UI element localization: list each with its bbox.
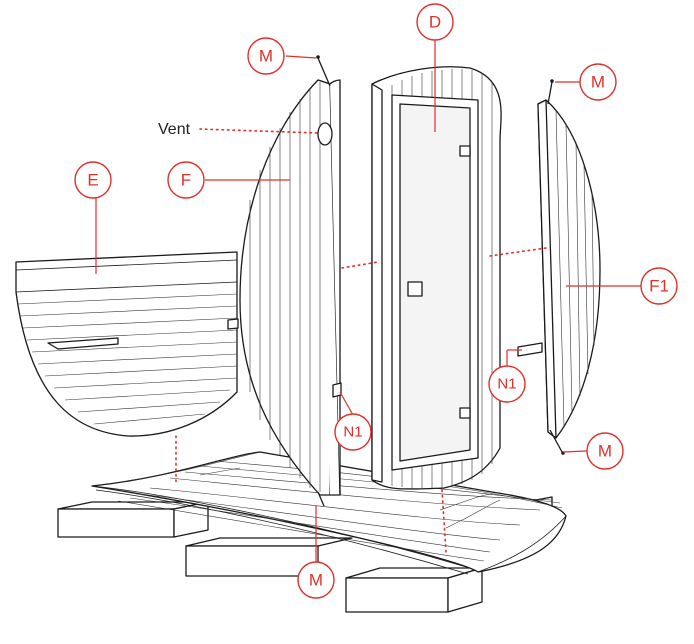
part-f-boards xyxy=(249,82,321,492)
vent-label: Vent xyxy=(158,121,191,138)
callout-label: N1 xyxy=(343,424,362,441)
callout-n1-right: N1 xyxy=(488,365,526,403)
callout-label: F1 xyxy=(649,277,669,296)
part-e-bracket xyxy=(227,318,239,330)
door-handle xyxy=(407,281,423,297)
guide-vent xyxy=(199,128,319,134)
guide-d-to-f1 xyxy=(489,247,547,257)
callout-label: D xyxy=(429,13,441,32)
callout-label: M xyxy=(259,47,273,66)
part-e-handle xyxy=(47,337,119,350)
m-pin-top-right xyxy=(547,81,553,105)
vent-hole xyxy=(317,122,333,146)
callout-f: F xyxy=(167,161,205,199)
part-e-slats xyxy=(17,293,238,425)
callout-m-bottom: M xyxy=(297,561,335,599)
guide-f-to-d xyxy=(341,261,379,269)
assembly-guides xyxy=(175,128,547,553)
callout-f1: F1 xyxy=(640,267,678,305)
callout-label: M xyxy=(598,442,612,461)
callout-d: D xyxy=(416,3,454,41)
callout-m-top-right: M xyxy=(579,63,617,101)
part-e-back-wall xyxy=(15,251,239,437)
callout-label: F xyxy=(181,171,191,190)
m-pin-bottom-right xyxy=(549,429,563,453)
m-pin-top-left xyxy=(317,57,331,87)
part-d-door-wall xyxy=(371,66,502,490)
part-f1-bracket xyxy=(517,342,543,357)
callout-label: N1 xyxy=(497,376,516,393)
callout-n1-left: N1 xyxy=(334,413,372,451)
floor-base xyxy=(91,451,567,575)
support-beam-right xyxy=(345,567,483,613)
part-f-end-wall xyxy=(239,79,342,496)
callout-label: E xyxy=(87,171,98,190)
leader-lines xyxy=(95,40,641,562)
callout-e: E xyxy=(74,161,112,199)
m-pin-bottom xyxy=(317,491,325,507)
part-f1-boards xyxy=(555,109,595,427)
door-frame xyxy=(391,94,479,471)
callout-label: M xyxy=(591,73,605,92)
callout-m-top-left: M xyxy=(247,37,285,75)
m-pins xyxy=(316,55,565,507)
door-hinges xyxy=(459,145,471,419)
guide-d-to-floor xyxy=(441,489,447,553)
callout-m-bottom-right: M xyxy=(586,432,624,470)
part-f1-end-wall xyxy=(517,99,601,439)
support-beam-left xyxy=(57,501,209,538)
part-f-bracket xyxy=(332,382,342,398)
callout-label: M xyxy=(309,571,323,590)
